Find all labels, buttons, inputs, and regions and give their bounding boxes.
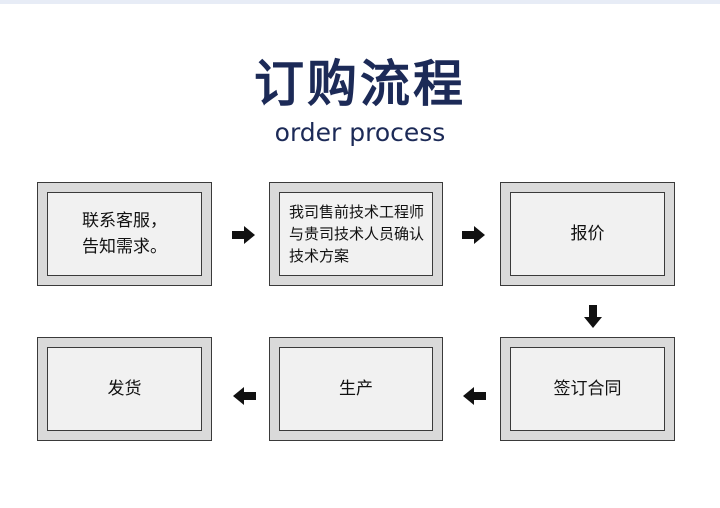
- step-label: 发货: [47, 347, 202, 431]
- step-box-contact-service: 联系客服， 告知需求。: [37, 182, 212, 286]
- arrow-right-icon: [462, 226, 485, 244]
- step-label: 我司售前技术工程师 与贵司技术人员确认 技术方案: [279, 192, 433, 276]
- step-box-shipping: 发货: [37, 337, 212, 441]
- step-label: 报价: [510, 192, 665, 276]
- arrow-right-icon: [232, 226, 255, 244]
- step-label: 联系客服， 告知需求。: [47, 192, 202, 276]
- page-subtitle: order process: [274, 118, 446, 147]
- arrow-down-icon: [584, 305, 602, 328]
- top-divider: [0, 0, 720, 4]
- arrow-left-icon: [233, 387, 256, 405]
- arrow-left-icon: [463, 387, 486, 405]
- page-title: 订购流程: [254, 55, 466, 113]
- step-label: 签订合同: [510, 347, 665, 431]
- step-box-production: 生产: [269, 337, 443, 441]
- step-box-contract: 签订合同: [500, 337, 675, 441]
- step-box-technical-confirmation: 我司售前技术工程师 与贵司技术人员确认 技术方案: [269, 182, 443, 286]
- step-label: 生产: [279, 347, 433, 431]
- step-box-quotation: 报价: [500, 182, 675, 286]
